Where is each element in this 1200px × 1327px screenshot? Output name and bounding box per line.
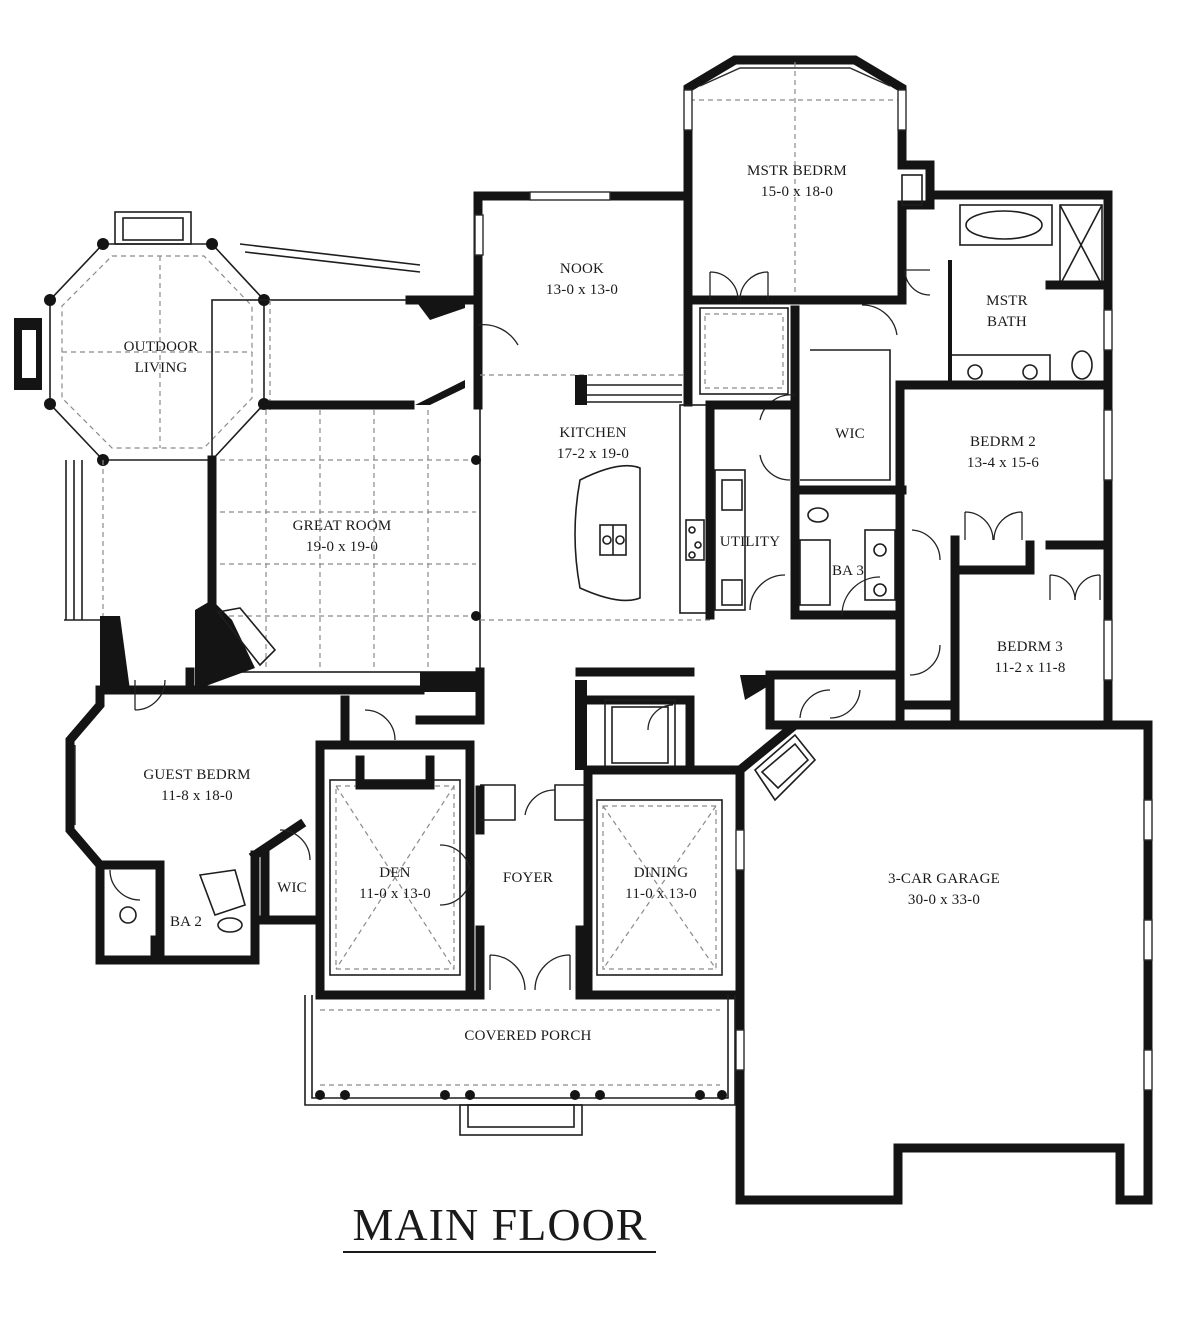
den-area <box>315 740 475 1000</box>
bedroom3-size: 11-2 x 11-8 <box>994 660 1065 676</box>
guest-wic-label: WIC <box>277 880 307 896</box>
den-size: 11-0 x 13-0 <box>359 886 431 902</box>
den-label: DEN <box>379 865 410 881</box>
nook-area <box>473 191 693 410</box>
nook-size: 13-0 x 13-0 <box>546 282 618 298</box>
ba3-label: BA 3 <box>832 563 864 579</box>
plan-title: MAIN FLOOR <box>353 1199 648 1250</box>
hall-area <box>315 667 905 775</box>
outdoor-living-label-1: OUTDOOR <box>124 339 199 355</box>
guest-bedroom-size: 11-8 x 18-0 <box>161 788 233 804</box>
kitchen-label: KITCHEN <box>559 425 626 441</box>
great-room-size: 19-0 x 19-0 <box>306 539 378 555</box>
windows <box>474 89 1113 681</box>
master-wic-area <box>759 305 907 495</box>
dining-label: DINING <box>634 865 689 881</box>
room-labels: OUTDOOR LIVING NOOK 13-0 x 13-0 MSTR BED… <box>124 163 1066 1044</box>
bedroom2-label: BEDRM 2 <box>970 434 1036 450</box>
bedroom2-area <box>895 380 1113 625</box>
master-bath-label-2: BATH <box>987 314 1027 330</box>
foyer-label: FOYER <box>503 870 553 886</box>
master-bedroom-label: MSTR BEDRM <box>747 163 847 179</box>
master-bath-label-1: MSTR <box>986 293 1028 309</box>
dining-size: 11-0 x 13-0 <box>625 886 697 902</box>
covered-porch-label: COVERED PORCH <box>464 1028 591 1044</box>
nook-label: NOOK <box>560 261 604 277</box>
master-wic-label: WIC <box>835 426 865 442</box>
great-room-label: GREAT ROOM <box>293 518 392 534</box>
kitchen-area <box>480 400 715 621</box>
plan-title-block: MAIN FLOOR <box>343 1199 656 1253</box>
master-bedroom-size: 15-0 x 18-0 <box>761 184 833 200</box>
guest-bedroom-label: GUEST BEDRM <box>143 767 250 783</box>
bedroom3-label: BEDRM 3 <box>997 639 1063 655</box>
great-room-area <box>100 299 481 695</box>
guest-bedroom-area <box>65 679 325 1000</box>
utility-area <box>705 400 800 620</box>
ba3-area <box>790 485 905 620</box>
outdoor-living-label-2: LIVING <box>135 360 188 376</box>
master-bedroom-area <box>683 55 935 395</box>
bedroom2-size: 13-4 x 15-6 <box>967 455 1039 471</box>
garage-label: 3-CAR GARAGE <box>888 871 1000 887</box>
garage-size: 30-0 x 33-0 <box>908 892 980 908</box>
outdoor-living-area <box>14 211 421 621</box>
garage-area <box>733 720 1153 1205</box>
ba2-label: BA 2 <box>170 914 202 930</box>
foyer-area <box>475 784 590 1000</box>
utility-label: UTILITY <box>720 534 781 550</box>
ba2-wic-area <box>119 850 325 965</box>
kitchen-size: 17-2 x 19-0 <box>557 446 629 462</box>
covered-porch-area <box>304 995 736 1136</box>
